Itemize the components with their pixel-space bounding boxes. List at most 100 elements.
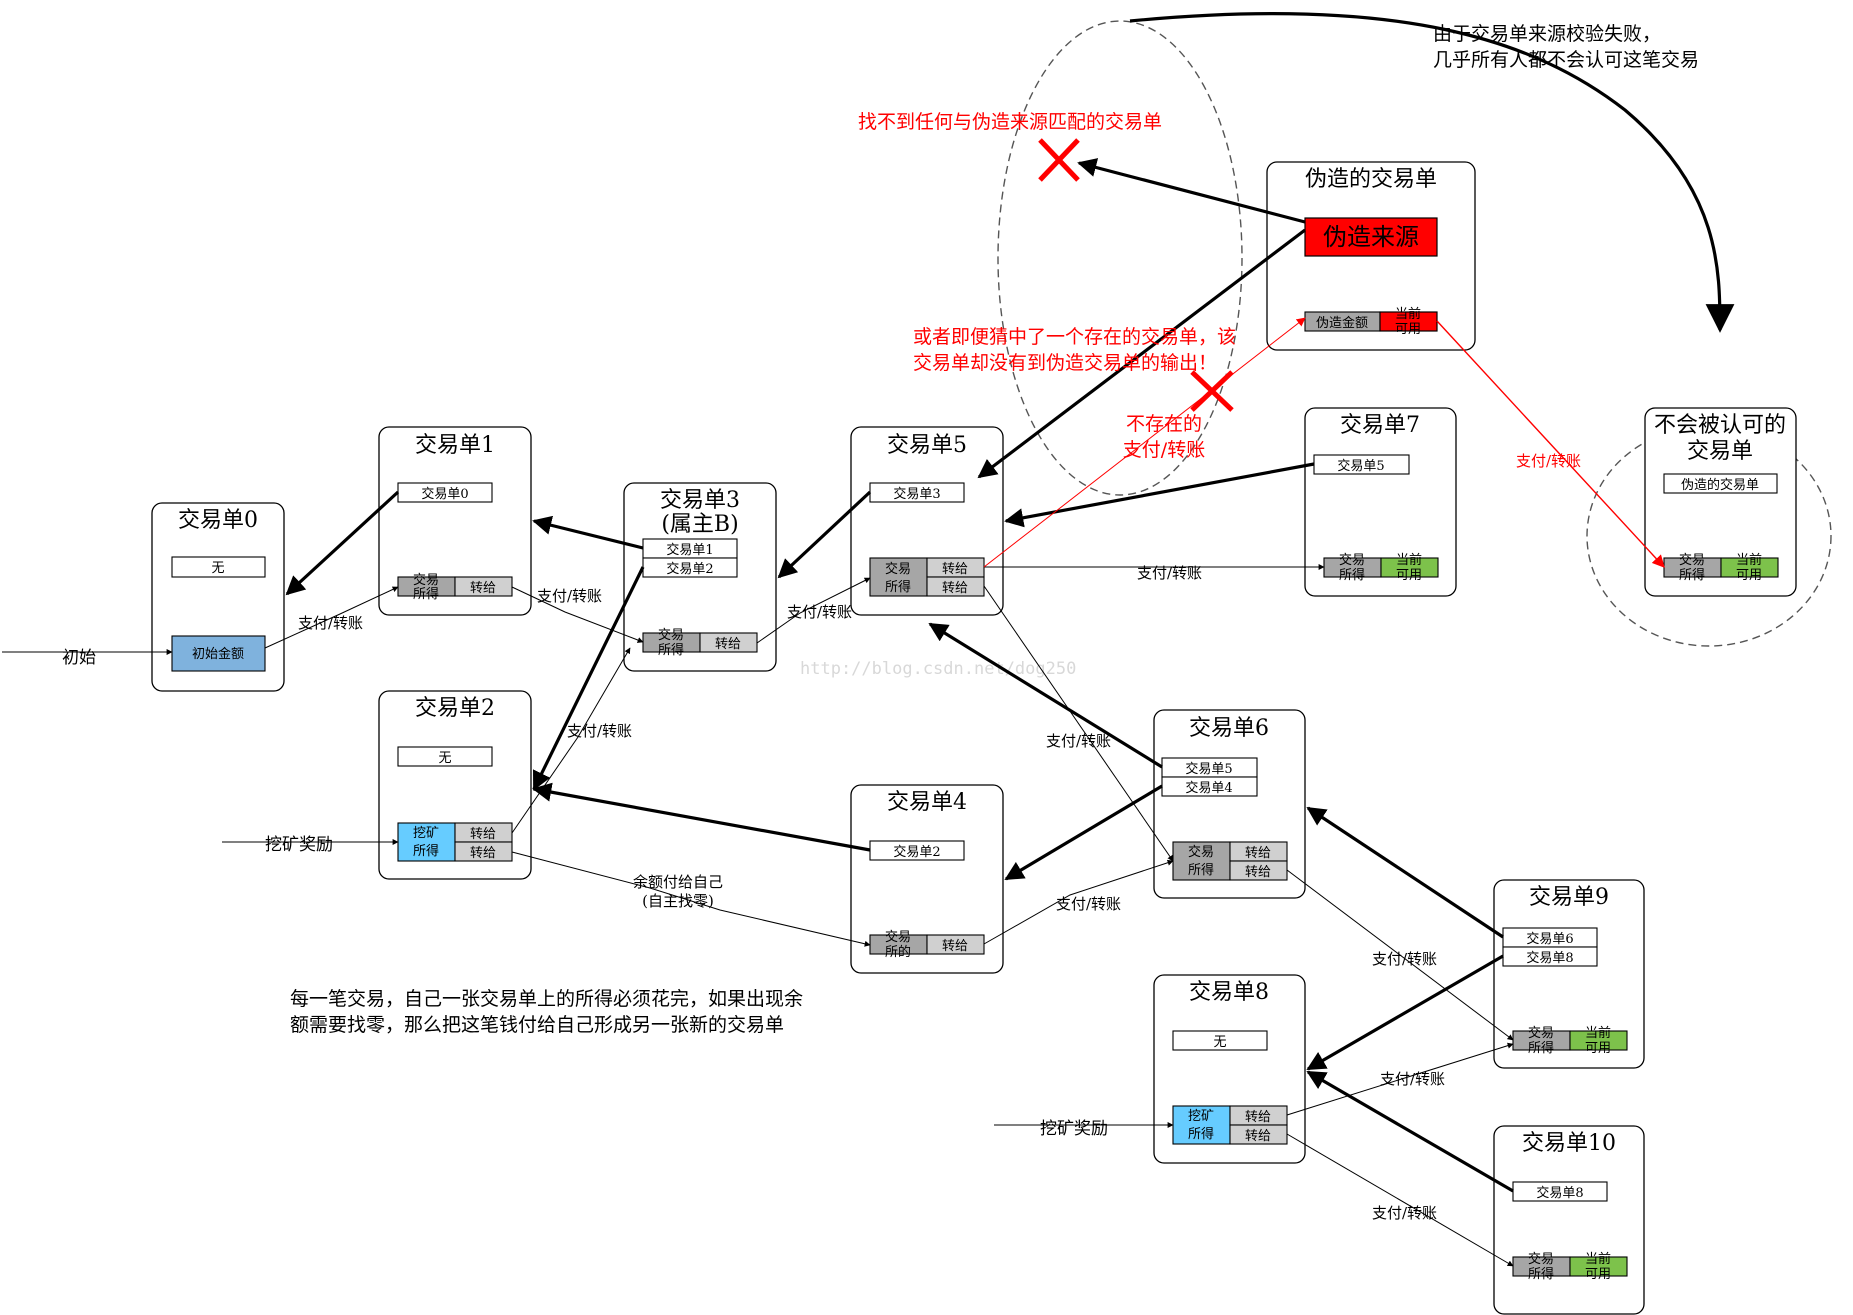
pay-tx2-to-tx3 — [511, 647, 631, 834]
rejected-available-1: 当前 — [1736, 552, 1762, 568]
ref-tx6-to-tx5 — [928, 622, 1163, 769]
tx5-transfer-2: 转给 — [942, 581, 968, 596]
tx10-ref: 交易单8 — [1536, 1185, 1583, 1201]
tx7-ref: 交易单5 — [1337, 458, 1384, 474]
pay-tx8-to-tx9 — [1286, 1042, 1514, 1116]
tx1-title: 交易单1 — [415, 433, 495, 458]
tx6-ref-2: 交易单4 — [1185, 780, 1232, 796]
ref-tx10-to-tx8 — [1306, 1070, 1514, 1193]
pay-tx3-to-tx5 — [756, 577, 871, 644]
tx9-ref-2: 交易单8 — [1526, 950, 1573, 966]
tx10-income-2: 所得 — [1528, 1266, 1554, 1282]
tx10-box: 交易单10 交易单8 交易 所得 当前 可用 — [1493, 1125, 1645, 1315]
pay-label-5: 支付/转账 — [1137, 564, 1202, 582]
pay-label-1: 支付/转账 — [298, 614, 363, 632]
tx2-input-none: 无 — [438, 751, 451, 766]
tx0-box: 交易单0 无 初始金额 — [151, 502, 285, 692]
change-tx2-to-tx4 — [511, 851, 871, 947]
tx9-available-2: 可用 — [1585, 1041, 1611, 1056]
pay-label-6: 支付/转账 — [1046, 732, 1111, 750]
pay-tx0-to-tx1 — [264, 586, 399, 649]
tx0-input-none: 无 — [211, 561, 224, 576]
tx10-income-1: 交易 — [1528, 1251, 1554, 1267]
tx6-ref-1: 交易单5 — [1185, 761, 1232, 777]
tx3-income-1: 交易 — [658, 627, 684, 643]
rejected-tx-title-2: 交易单 — [1687, 439, 1753, 464]
watermark: http://blog.csdn.net/dog250 — [800, 659, 1076, 679]
footer-note-1: 每一笔交易，自己一张交易单上的所得必须花完，如果出现余 — [290, 988, 803, 1010]
tx8-box: 交易单8 无 挖矿 所得 转给 转给 — [1153, 974, 1306, 1164]
guess-note-1: 或者即便猜中了一个存在的交易单，该 — [913, 326, 1236, 348]
tx4-ref: 交易单2 — [893, 844, 940, 860]
tx8-mining-2: 所得 — [1188, 1126, 1214, 1142]
tx2-title: 交易单2 — [415, 696, 495, 721]
tx1-box: 交易单1 交易单0 交易 所得 转给 — [378, 426, 532, 616]
tx4-income-1: 交易 — [885, 929, 911, 945]
tx6-title: 交易单6 — [1189, 716, 1269, 741]
ref-tx7-to-tx5 — [1004, 462, 1315, 528]
tx3-box: 交易单3 (属主B) 交易单1 交易单2 交易 所得 转给 — [623, 482, 777, 672]
tx8-mining-1: 挖矿 — [1188, 1109, 1214, 1124]
tx3-ref-2: 交易单2 — [666, 561, 713, 577]
pay-tx5-to-tx6 — [983, 585, 1174, 862]
rejected-tx-ref: 伪造的交易单 — [1681, 477, 1759, 493]
ref-tx4-to-tx2 — [532, 782, 871, 852]
tx9-income-2: 所得 — [1528, 1040, 1554, 1056]
tx7-available-1: 当前 — [1396, 552, 1422, 568]
ref-tx3-to-tx1 — [532, 515, 644, 550]
nonexistent-payment-1: 不存在的 — [1126, 413, 1202, 435]
ref-forged-to-tx5 — [977, 228, 1306, 479]
tx3-income-2: 所得 — [658, 642, 684, 658]
tx8-transfer-2: 转给 — [1245, 1129, 1271, 1144]
forged-tx-title: 伪造的交易单 — [1305, 167, 1437, 192]
forged-tx-box: 伪造的交易单 伪造来源 伪造金额 当前 可用 — [1266, 161, 1476, 351]
tx5-income-2: 所得 — [885, 579, 911, 595]
tx8-title: 交易单8 — [1189, 980, 1269, 1005]
mining-label-tx2: 挖矿奖励 — [265, 835, 333, 855]
top-note-2: 几乎所有人都不会认可这笔交易 — [1433, 49, 1699, 71]
forged-pay-label: 支付/转账 — [1516, 452, 1581, 470]
tx0-initial-amount: 初始金额 — [192, 646, 244, 662]
rejected-income-1: 交易 — [1679, 552, 1705, 568]
change-label-2: (自主找零) — [642, 892, 714, 910]
ref-tx9-to-tx8 — [1306, 954, 1504, 1071]
pay-label-8: 支付/转账 — [1372, 950, 1437, 968]
tx4-income-2: 所的 — [885, 944, 911, 960]
tx2-transfer-1: 转给 — [470, 827, 496, 842]
pay-label-7: 支付/转账 — [1056, 895, 1121, 913]
pay-label-4: 支付/转账 — [787, 603, 852, 621]
cross-icon-no-output — [1190, 370, 1234, 412]
cross-icon-not-found — [1038, 138, 1080, 182]
tx9-available-1: 当前 — [1585, 1025, 1611, 1041]
tx10-title: 交易单10 — [1522, 1131, 1616, 1156]
pay-label-3: 支付/转账 — [567, 722, 632, 740]
tx8-input-none: 无 — [1213, 1035, 1226, 1050]
ref-tx1-to-tx0 — [285, 490, 400, 596]
pay-label-9: 支付/转账 — [1380, 1070, 1445, 1088]
tx7-box: 交易单7 交易单5 交易 所得 当前 可用 — [1304, 407, 1457, 597]
tx3-ref-1: 交易单1 — [666, 542, 713, 558]
tx1-transfer: 转给 — [470, 581, 496, 596]
tx2-box: 交易单2 无 挖矿 所得 转给 转给 — [378, 690, 532, 880]
tx9-box: 交易单9 交易单6 交易单8 交易 所得 当前 可用 — [1493, 879, 1645, 1069]
tx4-transfer: 转给 — [942, 939, 968, 954]
tx6-box: 交易单6 交易单5 交易单4 交易 所得 转给 转给 — [1153, 709, 1306, 899]
tx1-income-2: 所得 — [413, 586, 439, 602]
tx6-income-2: 所得 — [1188, 862, 1214, 878]
tx4-title: 交易单4 — [887, 790, 967, 815]
initial-label: 初始 — [62, 648, 96, 668]
tx3-transfer: 转给 — [715, 637, 741, 652]
tx3-subtitle: (属主B) — [661, 512, 738, 537]
tx8-transfer-1: 转给 — [1245, 1110, 1271, 1125]
pay-tx1-to-tx3 — [511, 586, 644, 643]
tx9-income-1: 交易 — [1528, 1025, 1554, 1041]
rejected-available-2: 可用 — [1736, 568, 1762, 583]
tx3-title: 交易单3 — [660, 488, 740, 513]
tx6-transfer-2: 转给 — [1245, 865, 1271, 880]
pay-forged-to-rejected — [1436, 320, 1665, 568]
tx5-transfer-1: 转给 — [942, 562, 968, 577]
tx10-available-2: 可用 — [1585, 1267, 1611, 1282]
pay-label-2: 支付/转账 — [537, 587, 602, 605]
tx0-title: 交易单0 — [178, 508, 258, 533]
